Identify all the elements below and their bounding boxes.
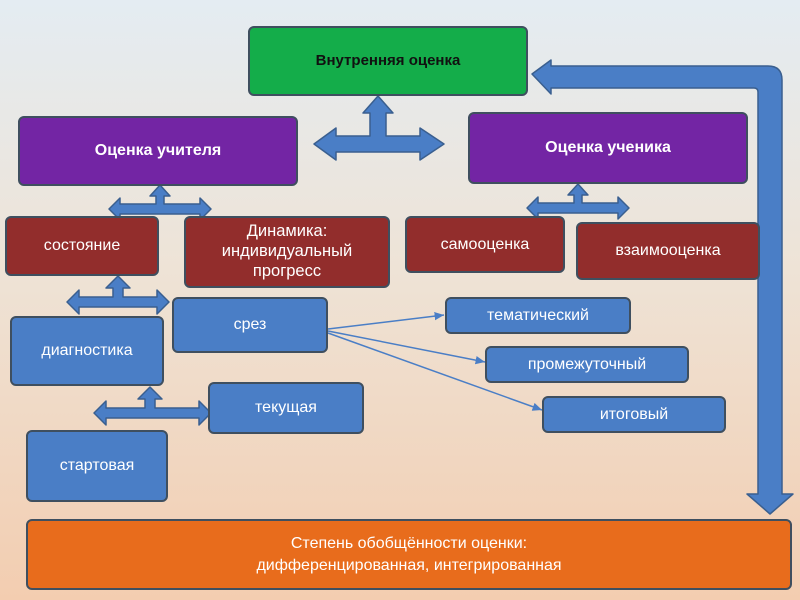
generality-line-1: Степень обобщённости оценки: bbox=[290, 534, 528, 552]
slice-to-thematic-line bbox=[327, 311, 445, 330]
final-box: итоговый bbox=[542, 396, 726, 433]
teacher-assessment-box: Оценка учителя bbox=[18, 116, 298, 186]
self-assessment-label: самооценка bbox=[440, 235, 530, 253]
self-assessment-box: самооценка bbox=[405, 216, 565, 273]
slice-label: срез bbox=[233, 316, 267, 334]
generality-box: Степень обобщённости оценки: дифференцир… bbox=[26, 519, 792, 590]
dynamics-label: Динамика: индивидуальный прогресс bbox=[221, 222, 353, 280]
slice-box: срез bbox=[172, 297, 328, 353]
current-label: текущая bbox=[255, 399, 317, 417]
thematic-label: тематический bbox=[487, 306, 589, 324]
feedback-loop-arrow bbox=[531, 59, 794, 515]
diagnostics-split-arrow bbox=[93, 386, 212, 426]
state-split-arrow bbox=[66, 275, 170, 315]
state-box: состояние bbox=[5, 216, 159, 276]
intermediate-box: промежуточный bbox=[485, 346, 689, 383]
mutual-assessment-label: взаимооценка bbox=[615, 242, 721, 260]
internal-assessment-box: Внутренняя оценка bbox=[248, 26, 528, 96]
state-label: состояние bbox=[43, 237, 121, 255]
thematic-box: тематический bbox=[445, 297, 631, 334]
current-box: текущая bbox=[208, 382, 364, 434]
student-assessment-box: Оценка ученика bbox=[468, 112, 748, 184]
diagnostics-box: диагностика bbox=[10, 316, 164, 386]
student-assessment-label: Оценка ученика bbox=[545, 139, 671, 157]
generality-line-2: дифференцированная, интегрированная bbox=[256, 556, 562, 574]
student-split-arrow bbox=[526, 183, 630, 220]
slice-to-final-line bbox=[327, 332, 543, 411]
top-t-arrow bbox=[313, 95, 445, 161]
mutual-assessment-box: взаимооценка bbox=[576, 222, 760, 280]
starting-box: стартовая bbox=[26, 430, 168, 502]
internal-assessment-label: Внутренняя оценка bbox=[315, 52, 461, 69]
diagnostics-label: диагностика bbox=[41, 342, 133, 360]
slice-to-intermediate-line bbox=[327, 330, 486, 365]
starting-label: стартовая bbox=[59, 457, 135, 475]
intermediate-label: промежуточный bbox=[527, 355, 647, 373]
dynamics-box: Динамика: индивидуальный прогресс bbox=[184, 216, 390, 288]
final-label: итоговый bbox=[599, 405, 669, 423]
teacher-assessment-label: Оценка учителя bbox=[94, 142, 222, 160]
teacher-split-arrow bbox=[108, 184, 212, 221]
